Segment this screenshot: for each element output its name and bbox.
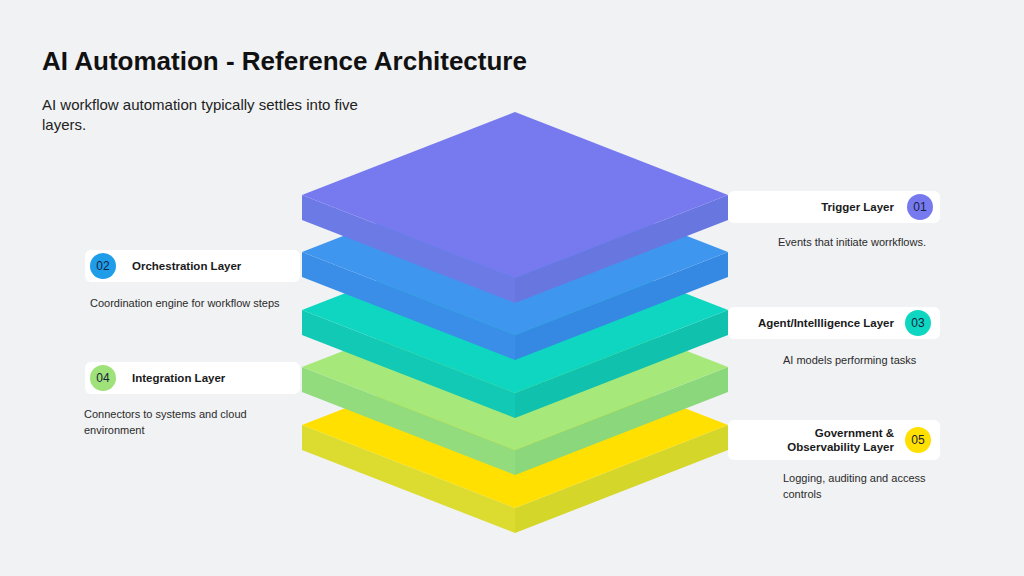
number-text: 05 (911, 433, 924, 447)
layer-description: Events that initiate worrkflows. (778, 234, 958, 250)
layer-label-box: Orchestration LayerCoordination engine f… (85, 250, 300, 282)
callout-number: 01 (907, 194, 933, 220)
layer-label-box: Trigger LayerEvents that initiate worrkf… (728, 191, 940, 223)
layer-name: Integration Layer (132, 371, 292, 385)
layer-slab (302, 112, 728, 303)
number-text: 02 (96, 259, 109, 273)
layer-description: AI models performing tasks (783, 352, 953, 368)
layer-name: Agent/Intellligence Layer (734, 316, 894, 330)
layer-label-box: Government & Observability LayerLogging,… (728, 420, 940, 460)
number-text: 01 (913, 200, 926, 214)
layer-name: Government & Observability Layer (766, 426, 894, 454)
layer-description: Connectors to systems and cloud environm… (84, 406, 274, 438)
layer-label-box: Agent/Intellligence LayerAI models perfo… (728, 307, 940, 339)
number-text: 03 (911, 316, 924, 330)
layer-name: Trigger Layer (744, 200, 894, 214)
layer-name: Orchestration Layer (132, 259, 292, 273)
number-text: 04 (96, 371, 109, 385)
callout-number: 03 (905, 310, 931, 336)
callout-number: 02 (90, 253, 116, 279)
diagram-title: AI Automation - Reference Architecture (42, 46, 527, 77)
callout-number: 04 (90, 365, 116, 391)
layer-label-box: Integration LayerConnectors to systems a… (85, 362, 300, 394)
callout-number: 05 (905, 427, 931, 453)
layer-description: Coordination engine for workflow steps (90, 295, 320, 311)
layer-description: Logging, auditing and access controls (783, 470, 953, 502)
subtitle-text: AI workflow automation typically settles… (42, 95, 372, 135)
